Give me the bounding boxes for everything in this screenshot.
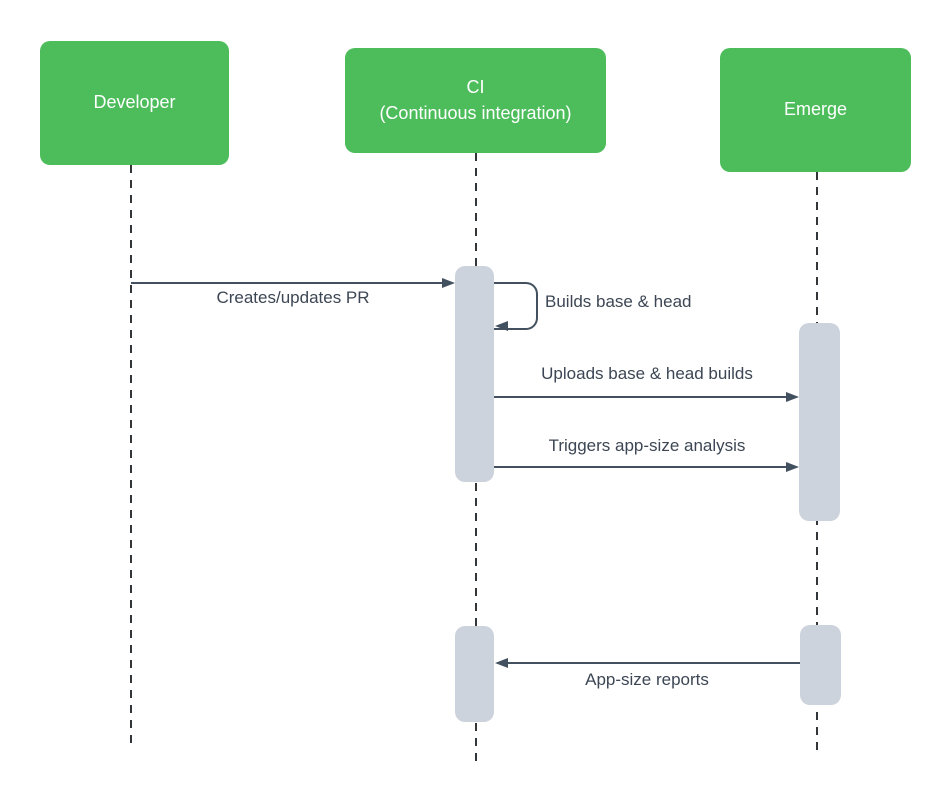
activation-emerge-2 xyxy=(800,625,841,705)
message-label-app-size-reports: App-size reports xyxy=(585,670,709,689)
arrowhead-right-icon xyxy=(442,278,455,288)
arrowhead-left-icon xyxy=(495,321,508,331)
message-line-creates-updates-pr xyxy=(131,282,442,284)
self-loop-builds-base-head xyxy=(494,282,538,330)
arrowhead-right-icon xyxy=(786,462,799,472)
message-line-triggers-analysis xyxy=(494,466,787,468)
message-line-app-size-reports xyxy=(508,662,800,664)
activation-ci-2 xyxy=(455,626,494,722)
message-label-creates-updates-pr: Creates/updates PR xyxy=(216,288,370,307)
message-label-builds-base-head: Builds base & head xyxy=(545,292,692,311)
arrowhead-left-icon xyxy=(495,658,508,668)
message-label-triggers-analysis: Triggers app-size analysis xyxy=(548,436,746,455)
activation-ci-1 xyxy=(455,266,494,482)
actor-developer: Developer xyxy=(40,41,229,165)
arrowhead-right-icon xyxy=(786,392,799,402)
actor-emerge: Emerge xyxy=(720,48,911,172)
message-line-uploads-builds xyxy=(494,396,787,398)
actor-ci: CI (Continuous integration) xyxy=(345,48,606,153)
lifeline-developer xyxy=(130,165,132,744)
message-label-uploads-builds: Uploads base & head builds xyxy=(541,364,753,383)
activation-emerge-1 xyxy=(799,323,840,521)
